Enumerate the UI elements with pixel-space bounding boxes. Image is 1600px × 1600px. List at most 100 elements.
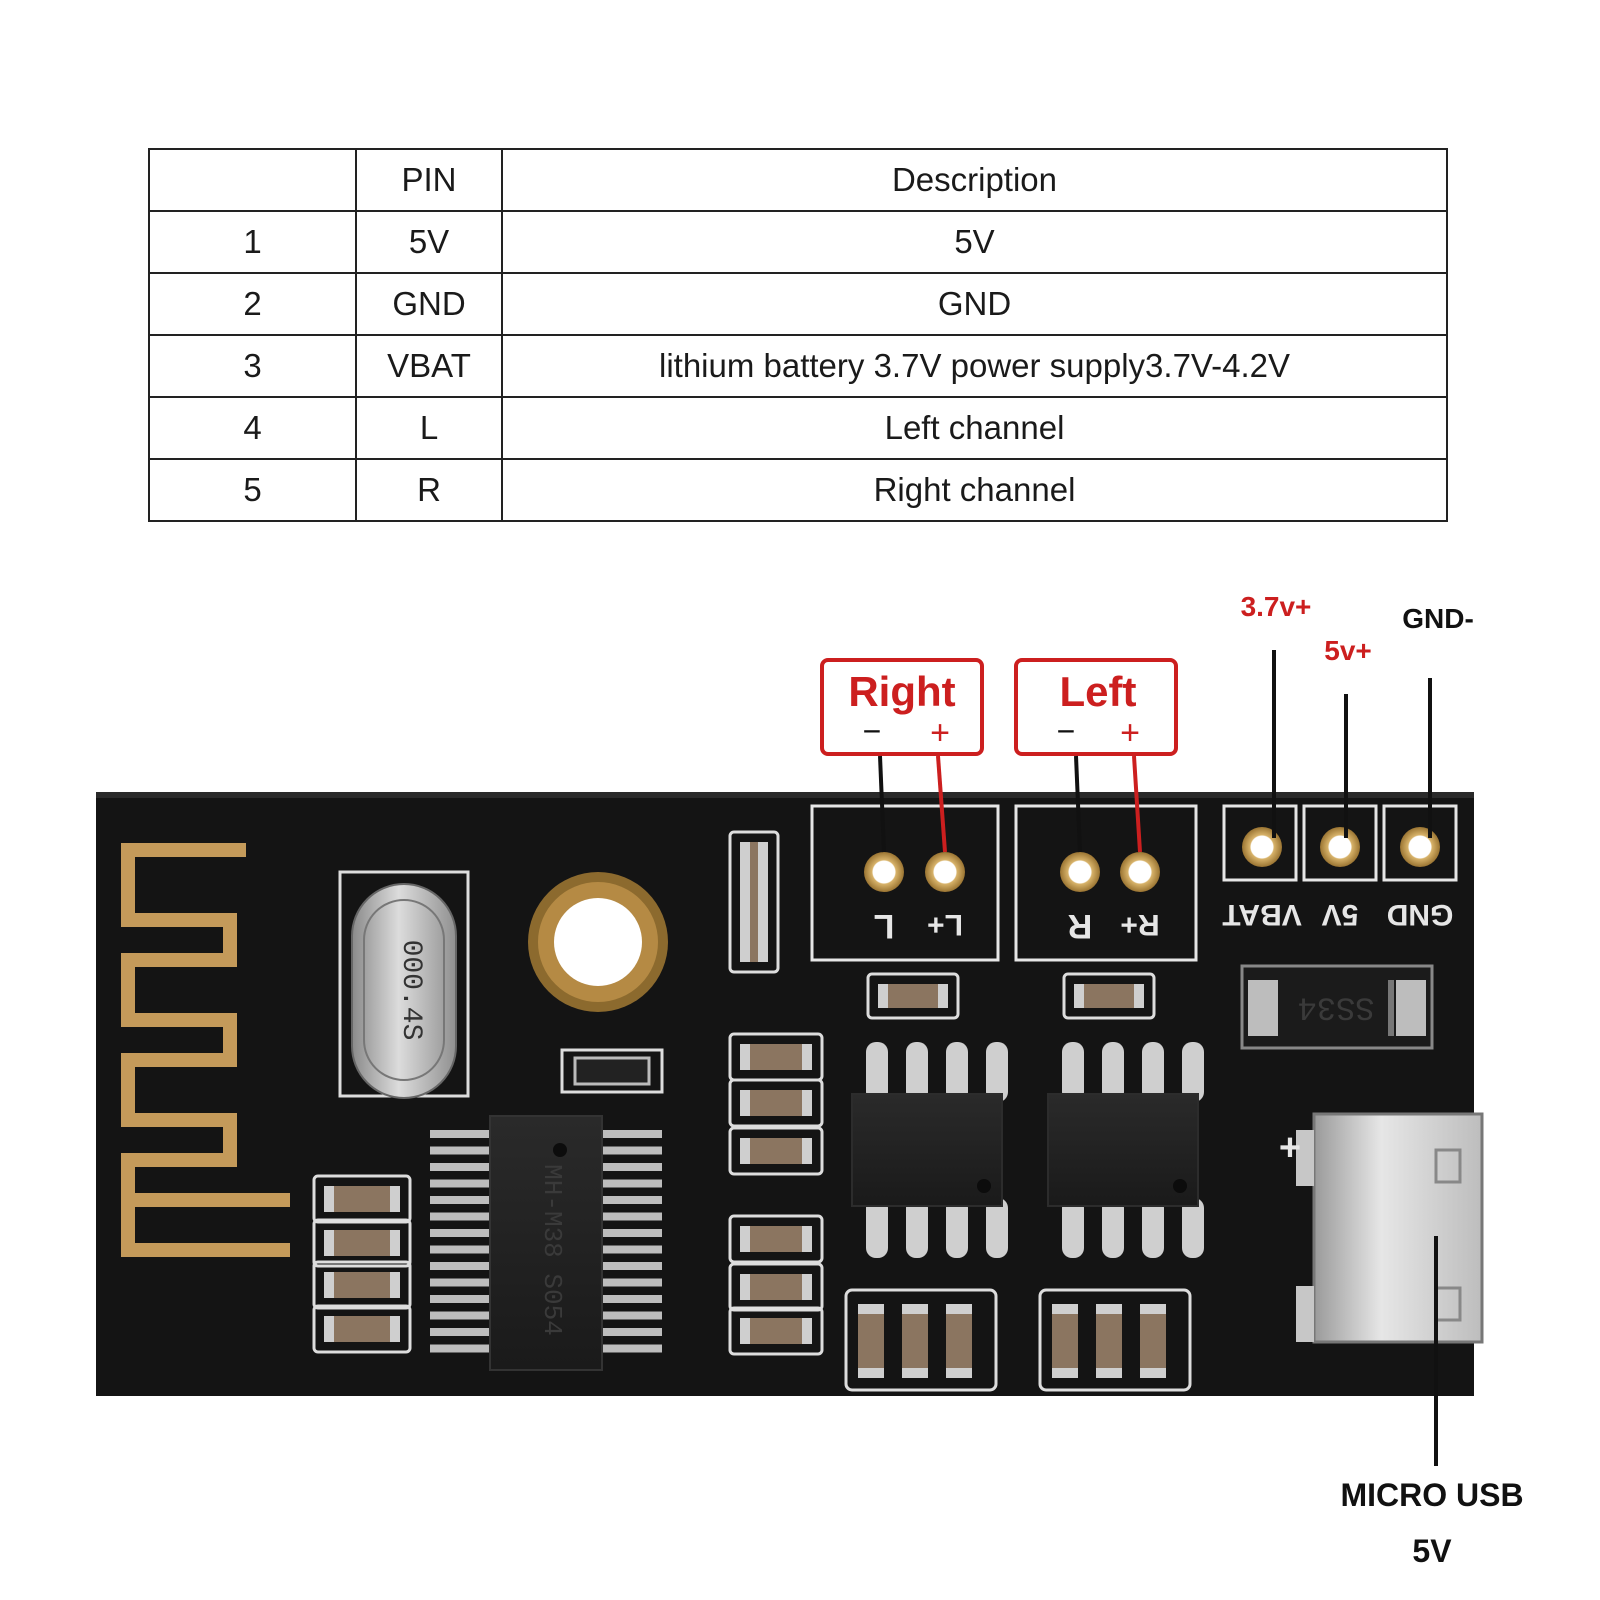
mounting-hole xyxy=(528,872,668,1012)
table-cell: Left channel xyxy=(501,396,1448,460)
cluster-cap xyxy=(946,1304,972,1378)
diode-marking: SS34 xyxy=(1298,989,1375,1026)
cluster-cap xyxy=(1052,1304,1078,1378)
chip-pin xyxy=(602,1295,662,1303)
table-header-row: PIN Description xyxy=(148,148,1448,212)
usb-callout-label: MICRO USB xyxy=(1340,1477,1523,1513)
silk-l-plus: L+ xyxy=(927,908,963,941)
chip-pin xyxy=(602,1262,662,1270)
gnd-callout-label: GND- xyxy=(1402,603,1474,634)
right-minus-pad xyxy=(864,852,904,892)
cluster-cap-end xyxy=(1052,1304,1078,1314)
cluster-outline xyxy=(844,1288,998,1392)
right-callout-title: Right xyxy=(848,668,955,715)
amp-pin xyxy=(1062,1042,1084,1102)
amp-pin xyxy=(986,1042,1008,1102)
table-cell: L xyxy=(355,396,503,460)
table-row: 4 L Left channel xyxy=(148,396,1448,460)
table-row: 3 VBAT lithium battery 3.7V power supply… xyxy=(148,334,1448,398)
antenna-trace xyxy=(121,843,290,1257)
chip-pin xyxy=(602,1179,662,1188)
amp-dot xyxy=(1173,1179,1187,1193)
chip-pin xyxy=(430,1179,490,1188)
usb-callout-voltage: 5V xyxy=(1412,1533,1452,1569)
chip-pin xyxy=(602,1229,662,1237)
amp-pin xyxy=(1142,1198,1164,1258)
table-cell: R xyxy=(355,458,503,522)
amp-pin xyxy=(866,1042,888,1102)
table-header-cell xyxy=(148,148,357,212)
cluster-cap xyxy=(1096,1304,1122,1378)
chip-pin xyxy=(602,1130,662,1138)
silk-r-plus: R+ xyxy=(1120,908,1159,941)
amp-pin xyxy=(1142,1042,1164,1102)
cluster-cap-end xyxy=(858,1304,884,1314)
chip-pin xyxy=(430,1245,490,1254)
table-cell: 1 xyxy=(148,210,357,274)
right-plus-sign: + xyxy=(930,714,950,752)
silk-r-minus: R xyxy=(1068,907,1093,945)
crystal-oscillator: 000.4S xyxy=(338,870,470,1099)
silk-vbat: VBAT xyxy=(1222,898,1301,931)
chip-pin xyxy=(430,1311,490,1320)
crystal-marking: 000.4S xyxy=(395,940,426,1041)
cluster-cap xyxy=(858,1304,884,1378)
component-cluster xyxy=(844,1288,1192,1392)
right-speaker-callout: Right − + xyxy=(820,658,984,853)
smd-capacitor xyxy=(728,1214,824,1264)
pin-table: PIN Description 1 5V 5V 2 GND GND 3 VBAT… xyxy=(148,148,1448,522)
silk-l-minus: L xyxy=(874,907,895,945)
cluster-cap xyxy=(902,1304,928,1378)
chip-pin xyxy=(430,1295,490,1303)
bluetooth-chip: MH-M38 S054 xyxy=(430,1115,662,1371)
cluster-outline xyxy=(1038,1288,1192,1392)
vbat-callout-label: 3.7v+ xyxy=(1241,591,1312,622)
main-chip-marking: MH-M38 S054 xyxy=(537,1164,567,1336)
chip-pin xyxy=(430,1328,490,1336)
amp-dot xyxy=(977,1179,991,1193)
chip-pin xyxy=(602,1196,662,1204)
left-plus-sign: + xyxy=(1120,714,1140,752)
table-cell: VBAT xyxy=(355,334,503,398)
amp-pin xyxy=(1102,1042,1124,1102)
amp-pin xyxy=(986,1198,1008,1258)
cluster-cap xyxy=(1140,1304,1166,1378)
table-header-cell: PIN xyxy=(355,148,503,212)
smd-capacitor xyxy=(312,1174,412,1224)
speaker-pad-block: L L+ R R+ xyxy=(810,804,1198,962)
smd-capacitor xyxy=(728,1078,824,1128)
amp-pin xyxy=(1182,1042,1204,1102)
left-callout-title: Left xyxy=(1060,668,1137,715)
left-minus-sign: − xyxy=(1057,713,1076,749)
table-row: 2 GND GND xyxy=(148,272,1448,336)
chip-pin xyxy=(430,1344,490,1353)
smd-capacitor xyxy=(728,830,780,974)
chip-pin xyxy=(430,1212,490,1221)
table-cell: 5 xyxy=(148,458,357,522)
amp-pin xyxy=(1182,1198,1204,1258)
table-cell: 3 xyxy=(148,334,357,398)
chip-pin xyxy=(602,1344,662,1353)
smd-capacitor xyxy=(312,1304,412,1354)
schottky-diode: SS34 xyxy=(1240,964,1434,1050)
table-cell: 5V xyxy=(355,210,503,274)
usb-plus-marking: + xyxy=(1279,1127,1301,1169)
chip-pin xyxy=(430,1278,490,1287)
amp-pin xyxy=(1102,1198,1124,1258)
chip-pin xyxy=(430,1262,490,1270)
table-cell: GND xyxy=(355,272,503,336)
capacitor-column-middle xyxy=(728,830,1156,1356)
table-cell: 4 xyxy=(148,396,357,460)
cluster-cap-end xyxy=(1140,1304,1166,1314)
amp-pin xyxy=(906,1198,928,1258)
amplifier-chip-right xyxy=(851,1042,1008,1258)
amp-pin xyxy=(946,1198,968,1258)
right-minus-sign: − xyxy=(863,713,882,749)
smd-capacitor xyxy=(728,1306,824,1356)
cluster-cap-end xyxy=(902,1304,928,1314)
table-cell: 2 xyxy=(148,272,357,336)
chip-pin xyxy=(602,1278,662,1287)
amp-body xyxy=(1047,1093,1199,1207)
cluster-cap-end xyxy=(1096,1368,1122,1378)
